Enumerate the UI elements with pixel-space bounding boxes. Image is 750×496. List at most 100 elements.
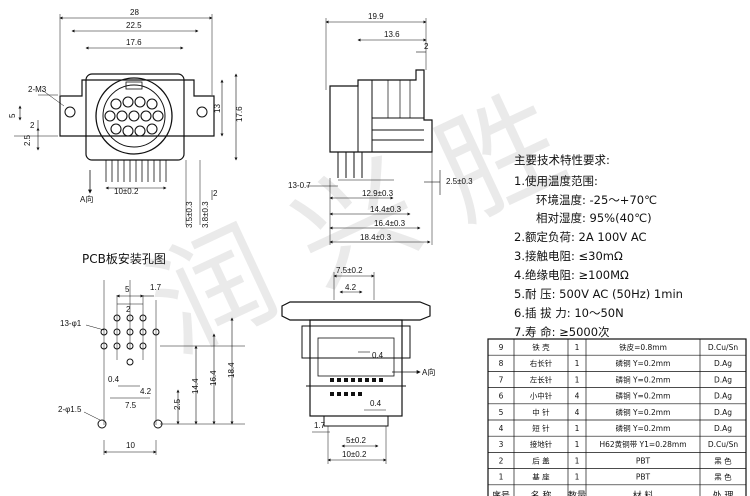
bom-cell: 6 — [499, 392, 504, 401]
pcb-dim-10: 10 — [126, 441, 135, 450]
pcb-dim-13-holes: 13-φ1 — [60, 319, 82, 328]
side-view — [306, 18, 441, 245]
spec-line-1: 1.使用温度范围: — [514, 174, 598, 188]
bom-cell: 1 — [575, 473, 580, 482]
bom-cell: D.Cu/Sn — [708, 343, 738, 352]
bom-cell: D.Ag — [714, 359, 732, 368]
pcb-dim-2-5: 2.5 — [173, 398, 182, 410]
dim-19-9: 19.9 — [368, 12, 384, 21]
pcb-dim-4-2: 4.2 — [140, 387, 152, 396]
spec-line-7: 5.耐 压: 500V AC (50Hz) 1min — [514, 287, 683, 301]
pcb-dim-18-4: 18.4 — [227, 362, 236, 378]
bottom-dim-0-4: 0.4 — [372, 351, 384, 360]
bom-cell: D.Ag — [714, 408, 732, 417]
dim-3-5: 3.5±0.3 — [185, 201, 194, 228]
spec-line-2: 环境温度: -25～+70℃ — [536, 193, 657, 207]
bom-cell: 3 — [499, 440, 504, 449]
bom-cell: D.Cu/Sn — [708, 440, 738, 449]
bom-header-cell: 数量 — [568, 489, 586, 496]
dim-12-9: 12.9±0.3 — [362, 189, 394, 198]
dim-2-5-side: 2.5±0.3 — [446, 177, 473, 186]
bom-cell: 磷铜 Y=0.2mm — [616, 423, 671, 433]
bom-cell: 左长针 — [530, 374, 553, 384]
bom-header-cell: 名 称 — [531, 489, 552, 496]
bom-cell: D.Ag — [714, 375, 732, 384]
dim-2-5: 2.5 — [23, 134, 32, 146]
bom-cell: 5 — [499, 408, 504, 417]
bottom-dim-10: 10±0.2 — [342, 450, 367, 459]
pcb-view — [83, 280, 245, 455]
bom-cell: 9 — [499, 343, 504, 352]
pcb-dim-7-5: 7.5 — [125, 401, 137, 410]
dim-13: 13 — [213, 104, 222, 113]
bom-cell: 4 — [575, 392, 580, 401]
dim-16-4: 16.4±0.3 — [374, 219, 406, 228]
spec-line-9: 7.寿 命: ≥5000次 — [514, 325, 610, 339]
pcb-title: PCB板安装孔图 — [82, 251, 166, 266]
bom-cell: 1 — [575, 440, 580, 449]
dim-18-4: 18.4±0.3 — [360, 233, 392, 242]
bom-cell: 8 — [499, 359, 504, 368]
dim-13-6: 13.6 — [384, 30, 400, 39]
pcb-dim-0-4: 0.4 — [108, 375, 120, 384]
bom-cell: 1 — [575, 359, 580, 368]
bom-cell: 1 — [575, 375, 580, 384]
pcb-dim-16-4: 16.4 — [209, 370, 218, 386]
dim-5: 5 — [8, 113, 17, 118]
bom-cell: 铁 壳 — [532, 342, 550, 352]
dim-10-pitch: 10±0.2 — [114, 187, 139, 196]
bom-cell: 小中针 — [530, 391, 553, 401]
bom-cell: 1 — [575, 456, 580, 465]
spec-line-3: 相对湿度: 95%(40℃) — [536, 211, 652, 225]
bottom-dim-5: 5±0.2 — [346, 436, 367, 445]
bom-cell: 磷铜 Y=0.2mm — [616, 374, 671, 384]
bom-cell: D.Ag — [714, 424, 732, 433]
dim-2-m3: 2-M3 — [28, 85, 47, 94]
dim-13-0-7: 13-0.7 — [288, 181, 311, 190]
bom-cell: 黑 色 — [714, 472, 732, 482]
bom-cell: 1 — [499, 473, 504, 482]
bom-cell: 后 盖 — [532, 455, 550, 465]
bom-cell: 磷铜 Y=0.2mm — [616, 391, 671, 401]
pcb-dim-2: 2 — [126, 305, 131, 314]
dim-14-4: 14.4±0.3 — [370, 205, 402, 214]
bottom-view-labels: 7.5±0.2 4.2 0.4 A向 0.4 1.7 5±0.2 10±0.2 — [314, 266, 435, 459]
side-view-labels: 19.9 13.6 2 13-0.7 2.5±0.3 12.9±0.3 14.4… — [288, 12, 473, 242]
dim-2-pin: 2 — [213, 189, 218, 198]
bom-cell: 中 针 — [532, 407, 550, 417]
pcb-dim-1-7: 1.7 — [150, 283, 162, 292]
bom-header-cell: 处 理 — [713, 489, 734, 496]
bom-cell: 铁皮=0.8mm — [619, 342, 667, 352]
spec-line-5: 3.接触电阻: ≤30mΩ — [514, 249, 623, 263]
bottom-dim-7-5: 7.5±0.2 — [336, 266, 363, 275]
bom-cell: 2 — [499, 456, 504, 465]
spec-line-8: 6.插 拔 力: 10～50N — [514, 306, 624, 320]
arrow-a-label: A向 — [80, 194, 93, 204]
bom-cell: D.Ag — [714, 392, 732, 401]
front-view — [14, 14, 238, 225]
spec-line-6: 4.绝缘电阻: ≥100MΩ — [514, 268, 629, 282]
bom-cell: 1 — [575, 343, 580, 352]
bom-cell: 1 — [575, 424, 580, 433]
bom-header-cell: 材 料 — [633, 489, 654, 496]
pcb-dim-5: 5 — [125, 285, 130, 294]
bom-cell: 短 针 — [532, 423, 550, 433]
spec-title: 主要技术特性要求: — [514, 153, 610, 167]
front-view-labels: 28 22.5 17.6 2-M3 5 2 2.5 13 17.6 10±0.2… — [8, 8, 244, 228]
bom-cell: 7 — [499, 375, 504, 384]
bom-header-cell: 序号 — [492, 489, 510, 496]
bom-cell: 4 — [575, 408, 580, 417]
dim-17-6-vert: 17.6 — [235, 106, 244, 122]
spec-line-4: 2.额定负荷: 2A 100V AC — [514, 230, 647, 244]
dim-22-5: 22.5 — [126, 21, 142, 30]
spec-block: 主要技术特性要求: 1.使用温度范围: 环境温度: -25～+70℃ 相对湿度:… — [514, 153, 683, 339]
bom-cell: 4 — [499, 424, 504, 433]
pcb-dim-14-4: 14.4 — [191, 378, 200, 394]
dim-2: 2 — [30, 121, 35, 130]
bottom-view — [281, 272, 431, 464]
pcb-view-labels: 5 1.7 2 13-φ1 0.4 4.2 7.5 2.5 14.4 16.4 … — [58, 283, 236, 450]
dim-28: 28 — [130, 8, 139, 17]
bottom-dim-1-6: 0.4 — [370, 399, 382, 408]
